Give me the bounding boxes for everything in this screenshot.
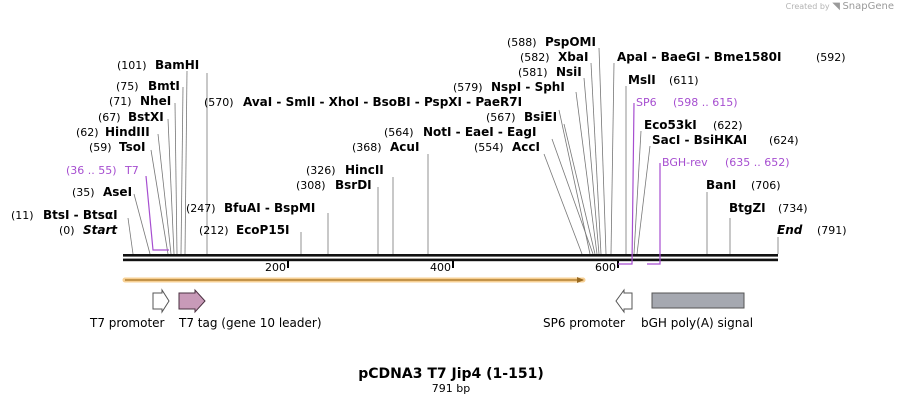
site-pos: (59) — [89, 141, 112, 154]
site-name: AccI — [512, 140, 540, 154]
site-pos: (326) — [306, 164, 336, 177]
site-name: BmtI — [148, 79, 180, 93]
site-name: BanI — [706, 178, 736, 192]
site-pos: (212) — [199, 224, 229, 237]
site-pos: (368) — [352, 141, 382, 154]
site-start-name: Start — [83, 223, 118, 237]
primer-t7-label: T7 — [124, 164, 139, 177]
site-pos: (567) — [486, 111, 516, 124]
site-name: AseI — [103, 185, 132, 199]
ruler-tick-label: 400 — [430, 261, 451, 274]
ruler: 200 400 600 — [265, 261, 619, 274]
site-pos: (581) — [518, 66, 548, 79]
site-name: Eco53kI — [644, 118, 697, 132]
site-name: NsiI — [556, 65, 582, 79]
branding-created-by: Created by — [785, 2, 830, 11]
site-name: BsrDI — [335, 178, 372, 192]
site-name: NspI - SphI — [491, 80, 565, 94]
map-subtitle: 791 bp — [432, 382, 470, 395]
primers — [145, 102, 661, 265]
site-name: SacI - BsiHKAI — [652, 133, 747, 147]
site-pos: (62) — [76, 126, 99, 139]
primer-sp6-range: (598 .. 615) — [673, 96, 738, 109]
ruler-tick-label: 200 — [265, 261, 286, 274]
site-pos: (554) — [474, 141, 504, 154]
site-name: BstXI — [128, 110, 164, 124]
site-pos: (247) — [186, 202, 216, 215]
primer-t7-range: (36 .. 55) — [66, 164, 117, 177]
site-pos: (706) — [751, 179, 781, 192]
bgh-rev-primer-line — [647, 163, 661, 265]
site-pos: (622) — [713, 119, 743, 132]
site-pos: (588) — [507, 36, 537, 49]
snapgene-logo-icon: ◥ — [832, 1, 840, 12]
features — [152, 288, 745, 314]
branding-app-name: SnapGene — [842, 1, 894, 12]
site-name: BtsI - BtsαI — [43, 208, 118, 222]
site-name: NheI — [140, 94, 171, 108]
site-name: BsiEI — [524, 110, 557, 124]
site-leader-lines — [127, 47, 779, 255]
site-end-pos: (0) — [59, 224, 75, 237]
site-pos: (11) — [11, 209, 34, 222]
site-name: PspOMI — [545, 35, 596, 49]
feature-t7-tag-label: T7 tag (gene 10 leader) — [178, 316, 322, 330]
t7-tag-arrow — [178, 288, 206, 314]
site-pos: (570) — [204, 96, 234, 109]
site-pos: (67) — [98, 111, 121, 124]
sp6-primer-line — [618, 102, 635, 265]
site-name: BfuAI - BspMI — [224, 201, 315, 215]
primer-bgh-rev-label: BGH-rev — [662, 156, 708, 169]
site-pos: (71) — [109, 95, 132, 108]
feature-t7-promoter-label: T7 promoter — [89, 316, 165, 330]
sp6-promoter-arrow — [615, 288, 633, 314]
feature-bgh-polya-label: bGH poly(A) signal — [641, 316, 753, 330]
site-pos: (624) — [769, 134, 799, 147]
site-name: HincII — [345, 163, 384, 177]
site-pos: (592) — [816, 51, 846, 64]
site-name: BamHI — [155, 58, 199, 72]
ruler-tick-label: 600 — [595, 261, 616, 274]
bgh-polya-box — [651, 292, 745, 309]
map-title: pCDNA3 T7 Jip4 (1-151) — [358, 366, 543, 382]
site-end-pos: (791) — [817, 224, 847, 237]
site-name: NotI - EaeI - EagI — [423, 125, 536, 139]
site-name: AvaI - SmlI - XhoI - BsoBI - PspXI - Pae… — [243, 95, 522, 109]
site-name: BtgZI — [729, 201, 766, 215]
site-pos: (564) — [384, 126, 414, 139]
site-name: MslI — [628, 73, 656, 87]
site-pos: (611) — [669, 74, 699, 87]
t7-promoter-arrow — [152, 288, 170, 314]
site-pos: (101) — [117, 59, 147, 72]
feature-sp6-promoter-label: SP6 promoter — [543, 316, 625, 330]
site-pos: (35) — [72, 186, 95, 199]
site-name: HindIII — [105, 125, 150, 139]
primer-sp6-label: SP6 — [636, 96, 657, 109]
t7-primer-line — [145, 175, 169, 251]
site-pos: (734) — [778, 202, 808, 215]
primer-bgh-rev-range: (635 .. 652) — [725, 156, 790, 169]
site-name: AcuI — [390, 140, 419, 154]
site-name: EcoP15I — [236, 223, 290, 237]
site-name: XbaI — [558, 50, 588, 64]
site-pos: (582) — [520, 51, 550, 64]
site-pos: (579) — [453, 81, 483, 94]
site-name: TsoI — [119, 140, 145, 154]
site-pos: (75) — [116, 80, 139, 93]
site-name: ApaI - BaeGI - Bme1580I — [617, 50, 781, 64]
dna-backbone — [123, 254, 778, 262]
snapgene-branding: Created by ◥ SnapGene — [786, 1, 894, 12]
site-pos: (308) — [296, 179, 326, 192]
site-end-name: End — [777, 223, 803, 237]
